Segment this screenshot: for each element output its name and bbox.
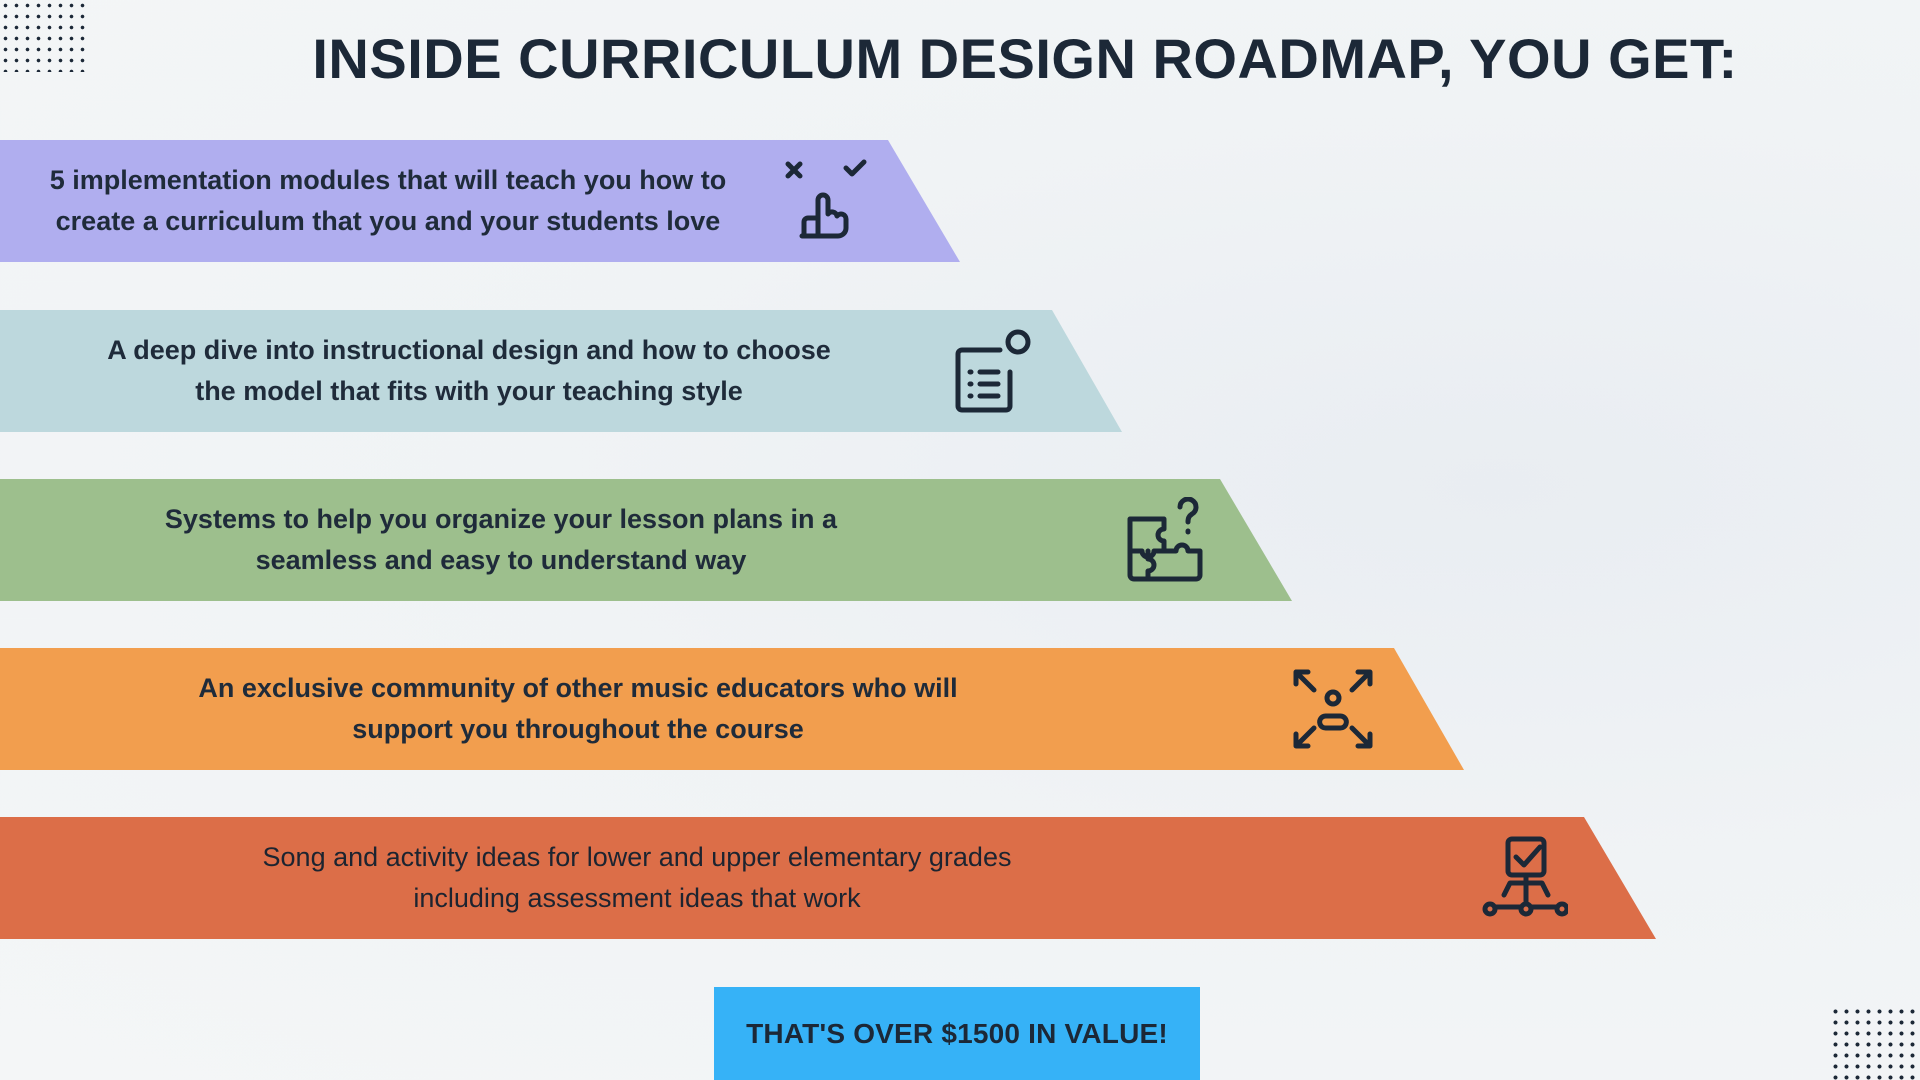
band-background [0, 817, 1656, 939]
benefit-text: An exclusive community of other music ed… [198, 673, 958, 744]
benefit-band-3: Systems to help you organize your lesson… [0, 479, 1292, 601]
person-expand-arrows-icon [1290, 666, 1376, 752]
benefit-text: Song and activity ideas for lower and up… [262, 842, 1012, 913]
band-background [0, 479, 1292, 601]
decorative-dot-grid-top-left [0, 0, 88, 72]
hand-pointer-choice-icon [782, 158, 868, 244]
band-background [0, 310, 1122, 432]
page-title: INSIDE CURRICULUM DESIGN ROADMAP, YOU GE… [312, 27, 1738, 90]
checklist-document-icon [950, 328, 1036, 414]
decorative-dot-grid-bottom-right [1830, 1006, 1920, 1080]
value-callout: THAT'S OVER $1500 IN VALUE! [714, 987, 1200, 1080]
benefit-band-1: 5 implementation modules that will teach… [0, 140, 960, 262]
benefit-band-4: An exclusive community of other music ed… [0, 648, 1464, 770]
benefit-band-5: Song and activity ideas for lower and up… [0, 817, 1656, 939]
checkbox-network-icon [1482, 835, 1570, 921]
benefit-text: A deep dive into instructional design an… [107, 335, 831, 406]
band-background [0, 140, 960, 262]
benefit-text: 5 implementation modules that will teach… [49, 165, 727, 236]
puzzle-question-icon [1120, 496, 1206, 583]
benefit-band-2: A deep dive into instructional design an… [0, 310, 1122, 432]
band-background [0, 648, 1464, 770]
benefit-text: Systems to help you organize your lesson… [164, 504, 838, 575]
